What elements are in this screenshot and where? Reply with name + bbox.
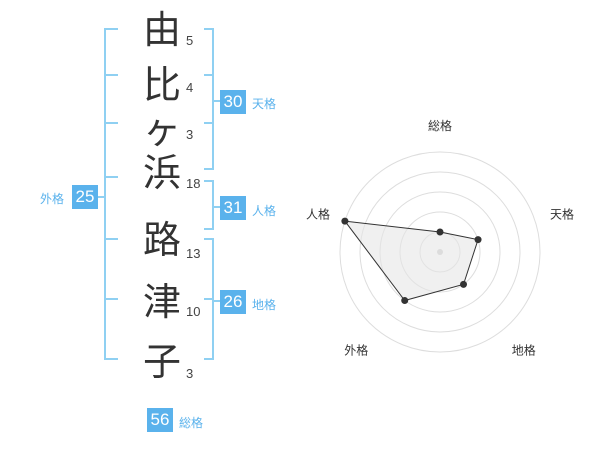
radar-point-5	[341, 217, 349, 225]
name-char-7: 子	[142, 340, 181, 384]
name-char-1: 由	[142, 8, 181, 52]
name-char-4: 浜	[142, 151, 181, 195]
radar-axis-label-1: 総格	[428, 118, 452, 133]
tenkaku-label: 天格	[252, 97, 277, 111]
stroke-count-7: 3	[186, 366, 194, 381]
chikaku-badge: 26	[220, 290, 246, 314]
radar-point-1	[436, 228, 444, 236]
jinkaku-label: 人格	[252, 204, 277, 218]
radar-point-2	[474, 236, 482, 244]
radar-axis-label-3: 地格	[512, 343, 536, 358]
radar-point-3	[460, 280, 468, 288]
stroke-count-5: 13	[186, 246, 201, 261]
stroke-count-4: 18	[186, 176, 201, 191]
radar-axis-label-5: 人格	[306, 206, 330, 221]
radar-polygon	[343, 220, 479, 302]
radar-ring-5	[339, 151, 541, 353]
name-char-3: ヶ	[142, 108, 181, 152]
soukaku-badge: 56	[147, 408, 173, 432]
stroke-count-3: 3	[186, 127, 194, 142]
radar-axis-label-4: 外格	[344, 343, 368, 358]
name-char-5: 路	[142, 218, 181, 262]
radar-ring-4	[359, 171, 521, 333]
gaikaku-badge: 25	[72, 185, 98, 209]
stroke-count-6: 10	[186, 304, 201, 319]
soukaku-label: 総格	[179, 416, 204, 430]
tenkaku-badge: 30	[220, 90, 246, 114]
name-char-2: 比	[142, 63, 181, 107]
radar-axis-label-2: 天格	[550, 206, 574, 221]
jinkaku-badge: 31	[220, 196, 246, 220]
gaikaku-label: 外格	[40, 192, 65, 206]
stroke-count-2: 4	[186, 80, 194, 95]
chikaku-label: 地格	[252, 298, 277, 312]
radar-point-4	[401, 297, 409, 305]
stroke-count-1: 5	[186, 33, 194, 48]
name-char-6: 津	[142, 280, 181, 324]
